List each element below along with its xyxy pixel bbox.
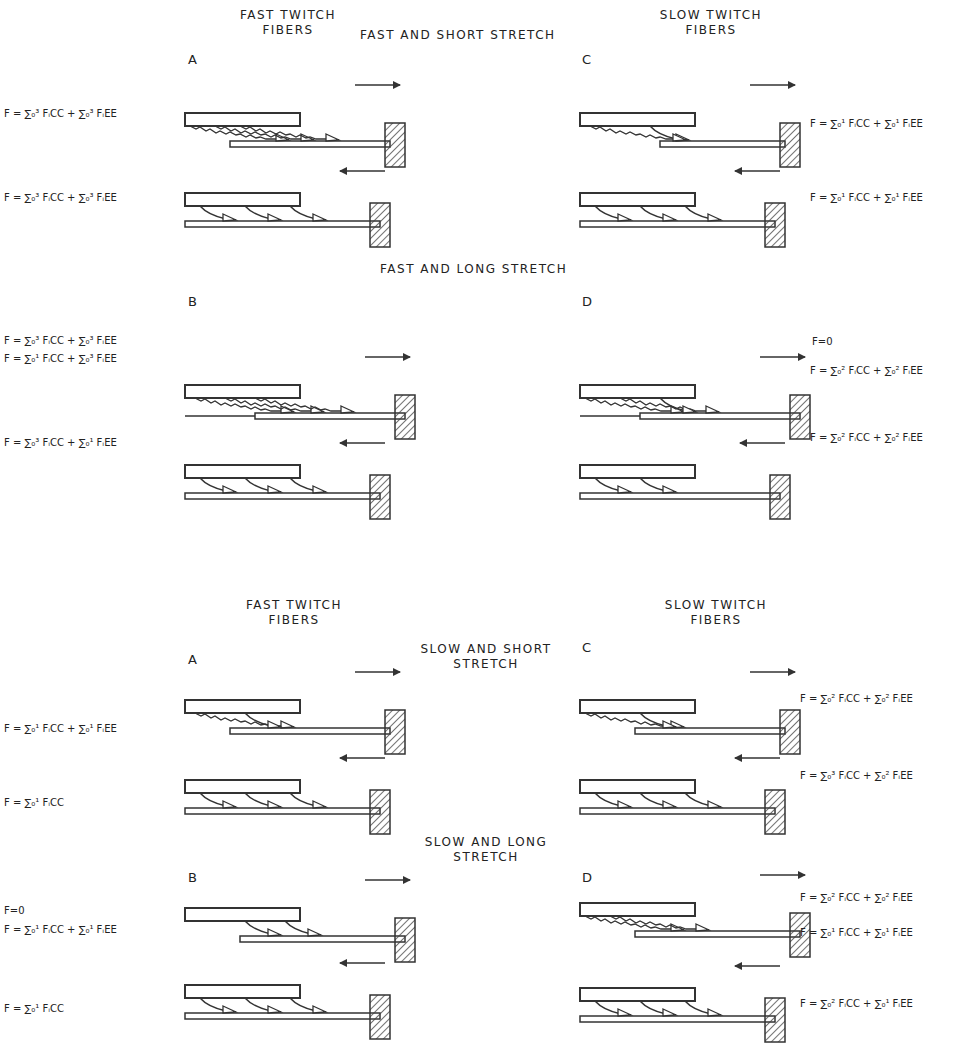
section-heading: SLOW TWITCH FIBERS [650,598,782,628]
force-equation: F = ∑₀¹ FᵢCC + ∑₀¹ FᵢEE [810,192,923,205]
panel-letter: C [582,52,591,68]
panel-letter: B [188,870,197,886]
force-equation: F = ∑₀¹ FᵢCC [4,797,64,810]
force-equation: F = ∑₀² FᵢCC + ∑₀² FᵢEE [800,892,913,905]
force-equation: F = ∑₀¹ FᵢCC + ∑₀¹ FᵢEE [810,118,923,131]
panel-letter: A [188,652,197,668]
force-equation: F = ∑₀¹ FᵢCC + ∑₀¹ FᵢEE [800,927,913,940]
section-heading: FAST AND LONG STRETCH [380,262,567,277]
panel-letter: D [582,294,592,310]
panel-letter: D [582,870,592,886]
section-heading: FAST TWITCH FIBERS [222,8,354,38]
force-equation: F = ∑₀³ FᵢCC + ∑₀² FᵢEE [800,770,913,783]
force-equation: F = ∑₀² FᵢCC + ∑₀¹ FᵢEE [800,998,913,1011]
force-equation: F = ∑₀³ FᵢCC + ∑₀¹ FᵢEE [4,437,117,450]
force-equation: F = ∑₀¹ FᵢCC + ∑₀¹ FᵢEE [4,924,117,937]
force-equation: F = ∑₀² FᵢCC + ∑₀² FᵢEE [800,693,913,706]
section-heading: SLOW TWITCH FIBERS [645,8,777,38]
force-equation: F = ∑₀³ FᵢCC + ∑₀³ FᵢEE [4,192,117,205]
force-equation: F = ∑₀¹ FᵢCC + ∑₀³ FᵢEE [4,353,117,366]
force-equation: F = ∑₀² FᵢCC + ∑₀² FᵢEE [810,365,923,378]
force-equation: F = ∑₀³ FᵢCC + ∑₀³ FᵢEE [4,335,117,348]
force-equation: F = ∑₀¹ FᵢCC + ∑₀¹ FᵢEE [4,723,117,736]
section-heading: FAST AND SHORT STRETCH [360,28,556,43]
panel-letter: B [188,294,197,310]
force-equation: F=0 [4,905,25,918]
section-heading: FAST TWITCH FIBERS [228,598,360,628]
force-equation: F=0 [812,336,833,349]
force-equation: F = ∑₀¹ FᵢCC [4,1003,64,1016]
force-equation: F = ∑₀³ FᵢCC + ∑₀³ FᵢEE [4,108,117,121]
panel-letter: C [582,640,591,656]
section-heading: SLOW AND SHORT STRETCH [420,642,552,672]
panel-letter: A [188,52,197,68]
force-equation: F = ∑₀² FᵢCC + ∑₀² FᵢEE [810,432,923,445]
section-heading: SLOW AND LONG STRETCH [420,835,552,865]
